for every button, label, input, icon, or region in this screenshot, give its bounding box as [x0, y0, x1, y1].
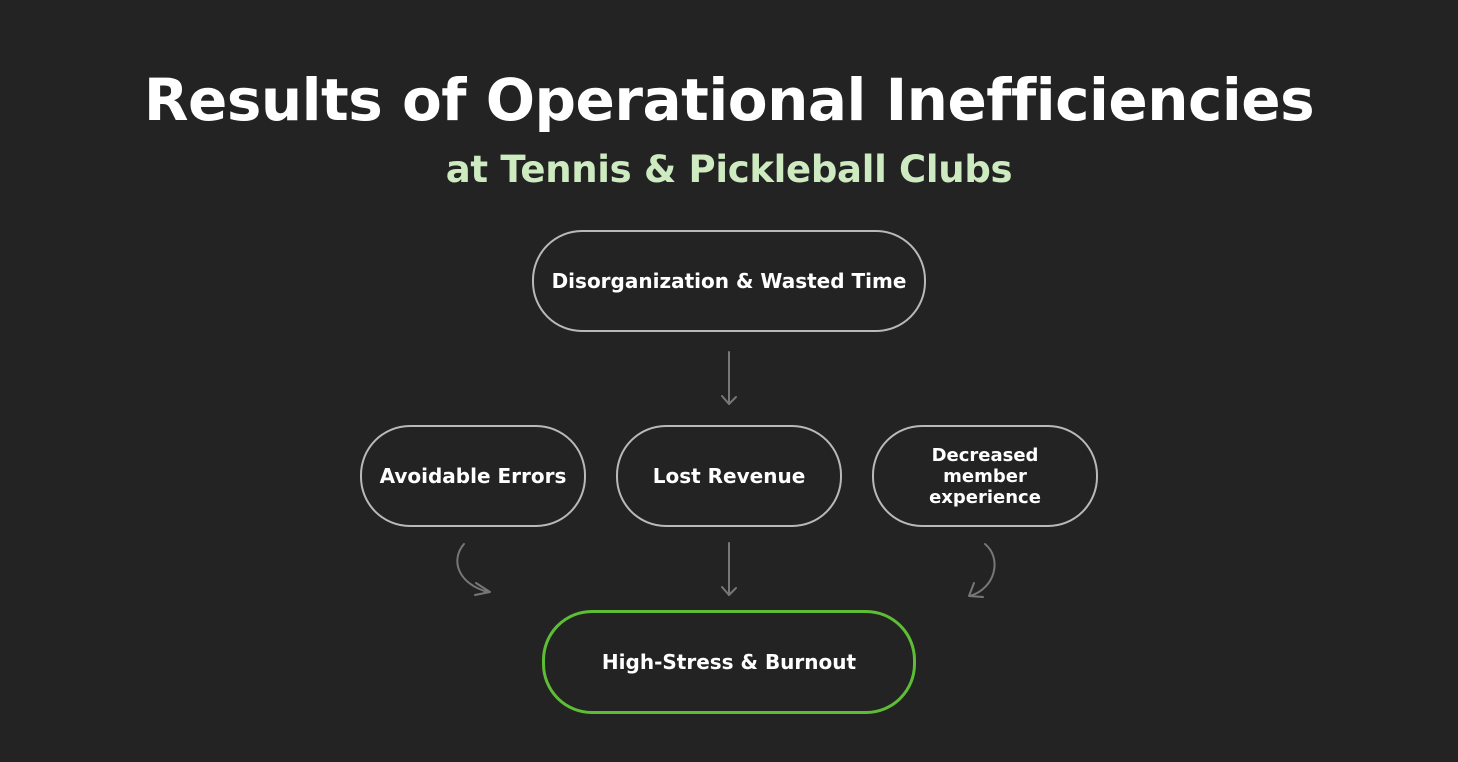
- curved-arrow-left-icon: [968, 543, 996, 598]
- arrow-down-icon: [721, 351, 737, 405]
- effect-node-lost-revenue: Lost Revenue: [616, 425, 842, 527]
- effect-label: Avoidable Errors: [379, 464, 567, 488]
- arrow-down-icon: [721, 542, 737, 596]
- effect-label: Lost Revenue: [652, 464, 806, 488]
- page-subtitle: at Tennis & Pickleball Clubs: [445, 148, 1013, 191]
- effect-label: Decreased member experience: [929, 444, 1041, 508]
- root-cause-label: Disorganization & Wasted Time: [551, 269, 907, 293]
- outcome-label: High-Stress & Burnout: [601, 650, 857, 674]
- root-cause-node: Disorganization & Wasted Time: [532, 230, 926, 332]
- page-title: Results of Operational Inefficiencies: [143, 66, 1315, 134]
- outcome-node: High-Stress & Burnout: [542, 610, 916, 714]
- effect-node-decreased-member-experience: Decreased member experience: [872, 425, 1098, 527]
- effect-node-avoidable-errors: Avoidable Errors: [360, 425, 586, 527]
- curved-arrow-right-icon: [456, 543, 491, 596]
